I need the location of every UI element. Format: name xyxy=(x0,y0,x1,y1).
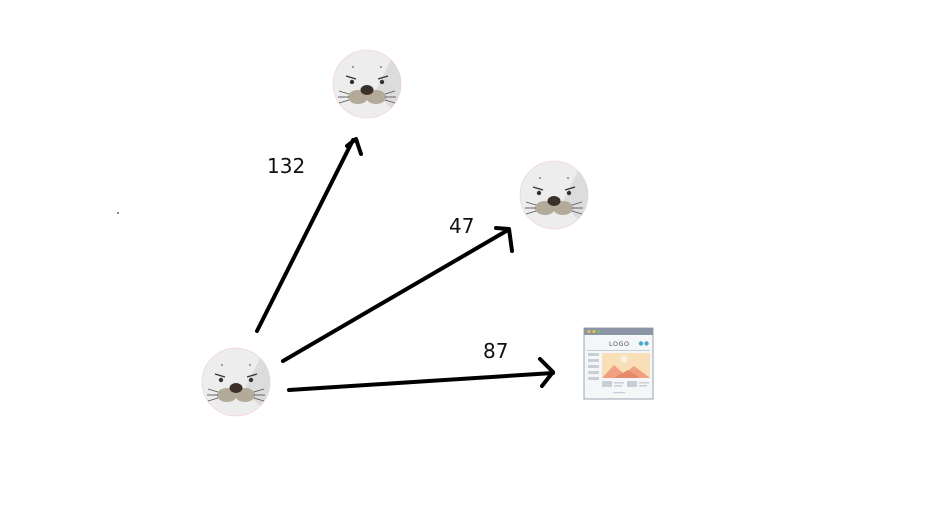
seal-node-top xyxy=(332,49,402,119)
stray-dot xyxy=(117,212,119,214)
edge-arrow-to-seal-middle xyxy=(281,226,514,363)
edge-label-87: 87 xyxy=(483,339,508,363)
edge-arrow-to-webpage xyxy=(287,357,555,392)
webpage-logo-text: LOGO xyxy=(609,340,630,348)
seal-face-icon xyxy=(519,160,589,230)
seal-face-icon xyxy=(201,347,271,417)
edge-label-47: 47 xyxy=(449,214,474,238)
webpage-node: LOGO xyxy=(583,327,654,400)
edge-label-132: 132 xyxy=(267,154,305,178)
seal-face-icon xyxy=(332,49,402,119)
webpage-icon: LOGO xyxy=(583,327,654,400)
seal-node-middle xyxy=(519,160,589,230)
edge-arrow-to-seal-top xyxy=(255,137,363,333)
seal-node-source xyxy=(201,347,271,417)
